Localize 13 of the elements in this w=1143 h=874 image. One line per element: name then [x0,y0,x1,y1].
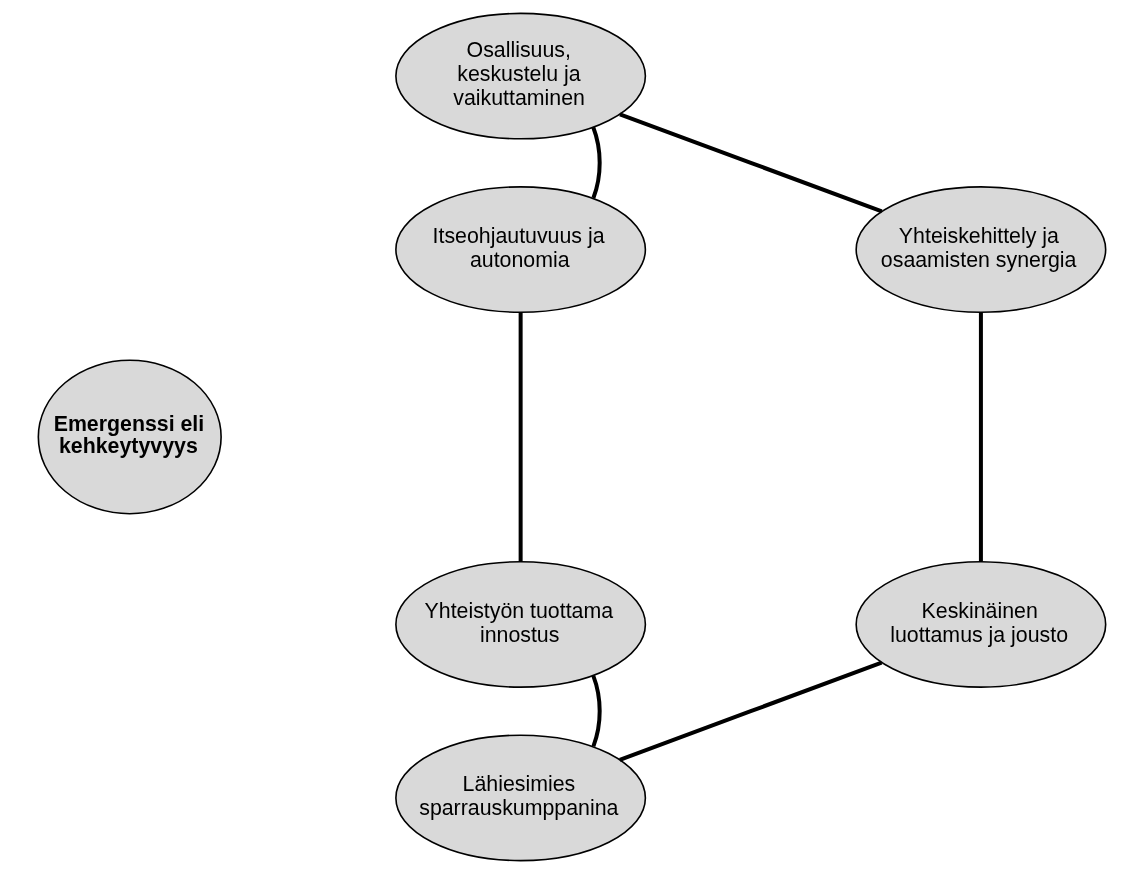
connector [518,312,523,562]
connector [618,112,882,214]
node-ellipse: Osallisuus, keskustelu ja vaikuttaminen [394,12,646,140]
node-ellipse: Emergenssi eli kehkeytyvyys [37,359,222,515]
connector [590,126,602,199]
connector [590,675,602,747]
connector [978,312,983,562]
connector [618,660,882,762]
node-ellipse: Lähiesimies sparrauskumppanina [394,734,646,862]
node-ellipse: Itseohjautuvuus ja autonomia [394,186,646,314]
node-ellipse: Yhteiskehittely ja osaamisten synergia [854,186,1106,314]
node-ellipse: Yhteistyön tuottama innostus [394,560,646,688]
node-ellipse: Keskinäinen luottamus ja jousto [854,560,1106,688]
